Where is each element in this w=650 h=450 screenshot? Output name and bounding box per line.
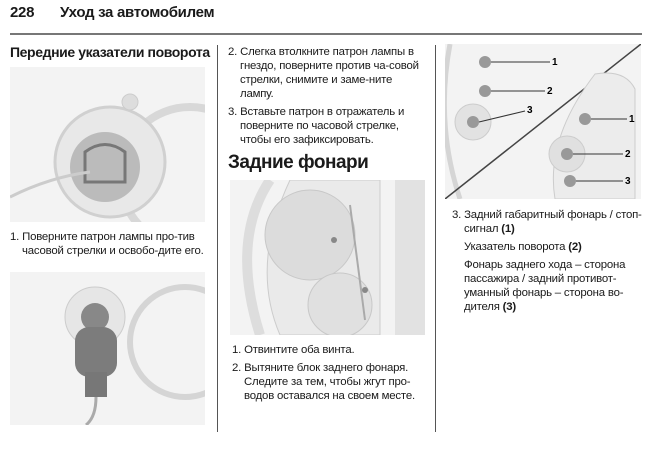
bulb-description: 3. Задний габаритный фонарь / стоп-сигна… — [452, 208, 647, 318]
illustration-rear-light-unit — [230, 180, 425, 335]
callout-label: 3 — [527, 105, 533, 116]
illustration-front-bulb-holder — [10, 67, 205, 222]
header-rule — [10, 33, 642, 35]
chapter-title: Уход за автомобилем — [60, 4, 215, 21]
instruction-step: 3. Задний габаритный фонарь / стоп-сигна… — [452, 209, 642, 235]
illustration-front-bulb-removed — [10, 272, 205, 425]
instruction-step: 3. Вставьте патрон в отражатель и поверн… — [228, 106, 405, 146]
page-number: 228 — [10, 4, 35, 21]
callout-label: 2 — [547, 86, 553, 97]
instruction-list: 2. Слегка втолкните патрон лампы в гнезд… — [228, 45, 428, 151]
callout-label: 1 — [552, 57, 558, 68]
instruction-list: 1. Отвинтите оба винта. 2. Вытяните блок… — [232, 343, 432, 407]
instruction-list: 1. Поверните патрон лампы про-тив часово… — [10, 230, 210, 262]
instruction-step: 1. Отвинтите оба винта. — [232, 344, 355, 356]
instruction-step: 1. Поверните патрон лампы про-тив часово… — [10, 231, 204, 257]
column-divider — [435, 45, 436, 432]
bulb-desc-turn-signal: Указатель поворота (2) — [464, 241, 582, 253]
bulb-desc-reverse-fog: Фонарь заднего хода – сторона пассажира … — [464, 259, 626, 313]
section-heading-rear-lights: Задние фонари — [228, 152, 369, 173]
section-heading-front-indicators: Передние указатели поворота — [10, 44, 210, 60]
callout-label: 2 — [625, 149, 631, 160]
callout-label: 3 — [625, 176, 631, 187]
column-divider — [217, 45, 218, 432]
page-header: 228 Уход за автомобилем — [10, 4, 215, 21]
instruction-step: 2. Слегка втолкните патрон лампы в гнезд… — [228, 46, 419, 100]
instruction-step: 2. Вытяните блок заднего фонаря. Следите… — [232, 362, 415, 402]
callout-label: 1 — [629, 114, 635, 125]
illustration-rear-bulbs: 1 2 3 1 2 3 — [445, 44, 641, 199]
